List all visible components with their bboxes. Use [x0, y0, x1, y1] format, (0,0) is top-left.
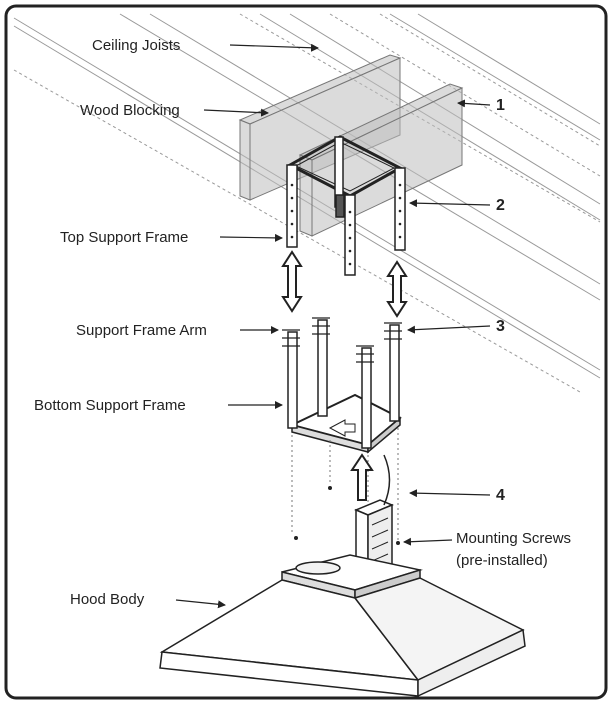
label-bottom-support-frame: Bottom Support Frame — [34, 397, 186, 414]
support-frame-arms — [282, 317, 402, 363]
callout-2: 2 — [496, 197, 505, 214]
hood-body — [159, 554, 526, 698]
callout-3: 3 — [496, 318, 505, 335]
label-top-support-frame: Top Support Frame — [60, 229, 188, 246]
callout-1: 1 — [496, 97, 505, 114]
diagram-border — [4, 4, 608, 700]
top-frame-holes — [290, 183, 402, 266]
label-support-frame-arm: Support Frame Arm — [76, 322, 207, 339]
leader-lines — [175, 43, 491, 609]
bottom-support-frame — [287, 319, 402, 454]
double-arrow-right — [386, 260, 408, 318]
label-wood-blocking: Wood Blocking — [80, 102, 180, 119]
up-arrow — [350, 453, 374, 501]
label-hood-body: Hood Body — [70, 591, 145, 608]
screw-dots — [294, 486, 400, 545]
double-arrow-left — [281, 250, 303, 313]
callout-4: 4 — [496, 487, 505, 504]
label-ceiling-joists: Ceiling Joists — [92, 37, 180, 54]
label-pre-installed: (pre-installed) — [456, 552, 548, 569]
label-mounting-screws: Mounting Screws — [456, 530, 571, 547]
top-support-frame — [286, 135, 406, 276]
